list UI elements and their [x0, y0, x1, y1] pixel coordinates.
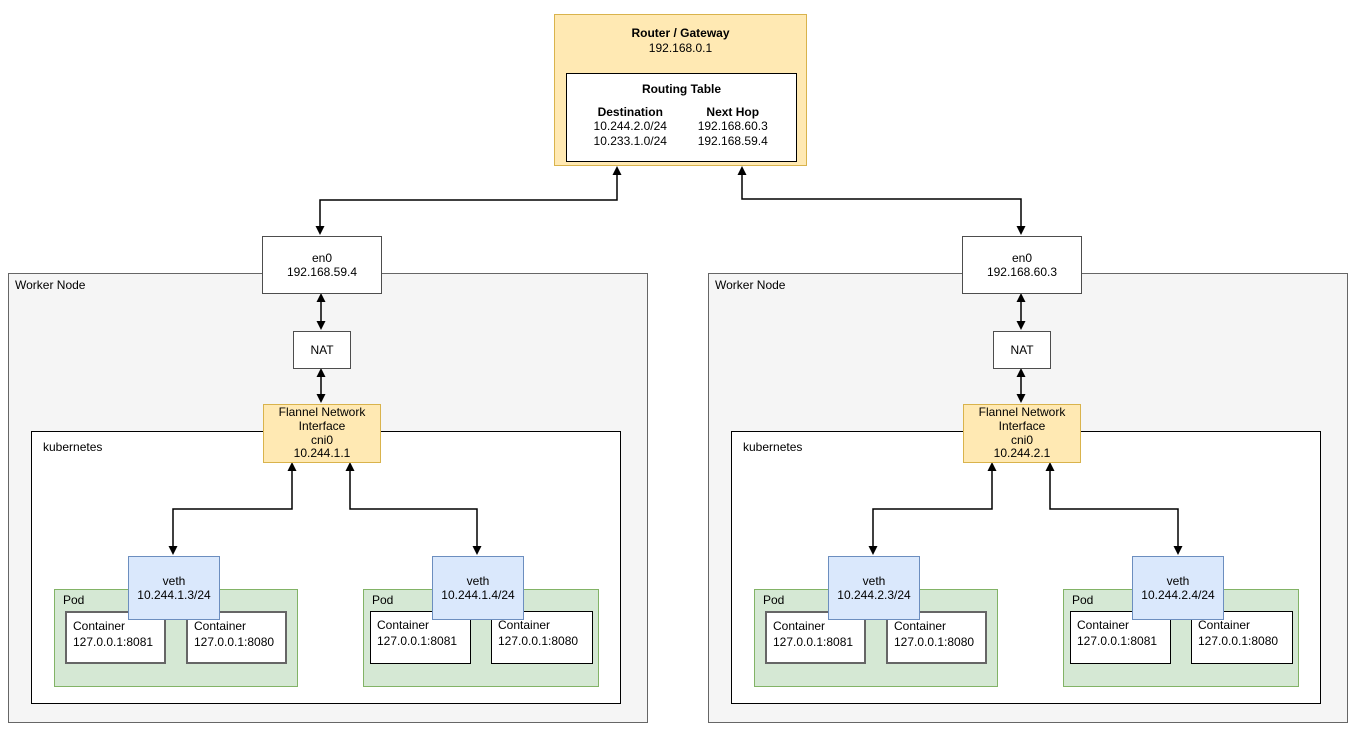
veth-ip: 10.244.1.3/24	[137, 588, 211, 602]
routing-table-destination-column: Destination 10.244.2.0/24 10.233.1.0/24	[579, 105, 682, 148]
flannel-title: Flannel Network Interface	[278, 404, 366, 433]
connector-router-en0-right	[737, 166, 1026, 235]
en0-name: en0	[1011, 250, 1033, 265]
pod-right-1: Pod Container 127.0.0.1:8081 Container 1…	[754, 589, 998, 687]
container-address: 127.0.0.1:8081	[1077, 634, 1158, 649]
worker-node-right: Worker Node en0 192.168.60.3 NAT kuberne…	[708, 236, 1348, 723]
container-name: Container	[1198, 618, 1251, 632]
kubernetes-label: kubernetes	[743, 440, 803, 454]
column-header-destination: Destination	[597, 105, 663, 119]
en0-interface-left: en0 192.168.59.4	[262, 236, 382, 294]
worker-node-left: Worker Node en0 192.168.59.4 NAT kuberne…	[8, 236, 648, 723]
flannel-ip: 10.244.2.1	[993, 446, 1051, 461]
container-box: Container 127.0.0.1:8080	[186, 611, 287, 664]
container-name: Container	[498, 618, 551, 632]
pod-label: Pod	[63, 593, 85, 607]
en0-ip: 192.168.59.4	[286, 265, 358, 279]
flannel-iface: cni0	[1010, 432, 1033, 447]
worker-node-label: Worker Node	[15, 278, 86, 292]
kubernetes-label: kubernetes	[43, 440, 103, 454]
container-address: 127.0.0.1:8080	[894, 635, 975, 650]
connector-router-en0-left	[315, 166, 622, 235]
container-name: Container	[773, 619, 826, 633]
en0-interface-right: en0 192.168.60.3	[962, 236, 1082, 294]
nat-label: NAT	[1010, 342, 1034, 357]
container-address: 127.0.0.1:8081	[377, 634, 458, 649]
en0-ip: 192.168.60.3	[986, 265, 1058, 279]
flannel-interface-right: Flannel Network Interface cni0 10.244.2.…	[963, 404, 1081, 463]
nat-label: NAT	[310, 342, 334, 357]
next-hop-row: 192.168.59.4	[697, 133, 768, 148]
container-address: 127.0.0.1:8081	[773, 635, 854, 650]
container-address: 127.0.0.1:8080	[1198, 634, 1279, 649]
worker-node-label: Worker Node	[715, 278, 786, 292]
container-name: Container	[1077, 618, 1130, 632]
pod-label: Pod	[763, 593, 785, 607]
container-address: 127.0.0.1:8080	[498, 634, 579, 649]
container-address: 127.0.0.1:8080	[194, 635, 275, 650]
container-name: Container	[894, 619, 947, 633]
pod-left-2: Pod Container 127.0.0.1:8081 Container 1…	[363, 589, 599, 687]
routing-table: Routing Table Destination 10.244.2.0/24 …	[566, 73, 797, 162]
veth-box-left-2: veth 10.244.1.4/24	[432, 556, 524, 620]
container-box: Container 127.0.0.1:8081	[65, 611, 166, 664]
next-hop-row: 192.168.60.3	[697, 119, 768, 134]
pod-right-2: Pod Container 127.0.0.1:8081 Container 1…	[1063, 589, 1299, 687]
veth-box-right-2: veth 10.244.2.4/24	[1132, 556, 1224, 620]
veth-ip: 10.244.2.4/24	[1141, 588, 1215, 602]
container-name: Container	[73, 619, 126, 633]
veth-box-right-1: veth 10.244.2.3/24	[828, 556, 920, 620]
container-name: Container	[194, 619, 247, 633]
container-name: Container	[377, 618, 430, 632]
pod-label: Pod	[1072, 593, 1094, 607]
veth-ip: 10.244.2.3/24	[837, 588, 911, 602]
nat-box-left: NAT	[293, 331, 351, 369]
en0-name: en0	[311, 250, 333, 265]
nat-box-right: NAT	[993, 331, 1051, 369]
veth-box-left-1: veth 10.244.1.3/24	[128, 556, 220, 620]
container-box: Container 127.0.0.1:8081	[1070, 611, 1171, 664]
veth-name: veth	[466, 573, 490, 588]
flannel-interface-left: Flannel Network Interface cni0 10.244.1.…	[263, 404, 381, 463]
destination-row: 10.233.1.0/24	[593, 133, 667, 148]
veth-ip: 10.244.1.4/24	[441, 588, 515, 602]
container-address: 127.0.0.1:8081	[73, 635, 154, 650]
routing-table-nexthop-column: Next Hop 192.168.60.3 192.168.59.4	[682, 105, 785, 148]
router-gateway-box: Router / Gateway 192.168.0.1 Routing Tab…	[554, 14, 807, 166]
router-ip: 192.168.0.1	[648, 41, 713, 55]
router-title: Router / Gateway	[631, 26, 730, 40]
routing-table-title: Routing Table	[641, 82, 722, 96]
column-header-next-hop: Next Hop	[706, 105, 760, 119]
destination-row: 10.244.2.0/24	[593, 119, 667, 134]
flannel-title: Flannel Network Interface	[978, 404, 1066, 433]
veth-name: veth	[862, 573, 886, 588]
flannel-ip: 10.244.1.1	[293, 446, 351, 461]
flannel-iface: cni0	[310, 432, 333, 447]
veth-name: veth	[162, 573, 186, 588]
routing-table-columns: Destination 10.244.2.0/24 10.233.1.0/24 …	[567, 105, 796, 148]
veth-name: veth	[1166, 573, 1190, 588]
pod-label: Pod	[372, 593, 394, 607]
